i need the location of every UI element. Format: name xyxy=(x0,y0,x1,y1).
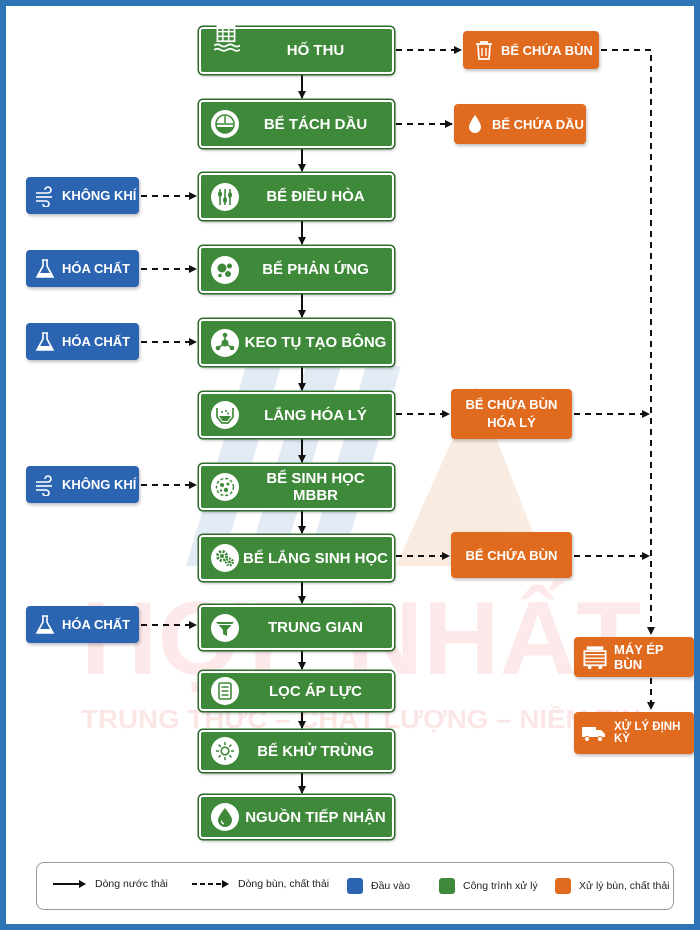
output-label: BỂ CHỨA BÙN xyxy=(465,547,558,563)
sludge-flow-arrows xyxy=(141,46,655,710)
legend-waste: Xử lý bùn, chất thải xyxy=(555,878,670,894)
flask-icon xyxy=(35,331,55,351)
flow-connectors xyxy=(141,46,655,794)
dashed-arrow-icon xyxy=(192,880,229,888)
funnel-icon xyxy=(211,613,239,642)
press-machine-icon xyxy=(583,646,607,669)
step-label: BỂ ĐIỀU HÒA xyxy=(266,188,365,205)
truck-icon xyxy=(582,727,605,742)
legend-input: Đầu vào xyxy=(347,878,410,894)
legend: Dòng nước thải Dòng bùn, chất thải Đầu v… xyxy=(36,862,674,910)
output-be-chua-bun-2: BỂ CHỨA BÙN xyxy=(451,532,572,578)
sun-disinfection-icon xyxy=(211,737,239,765)
legend-sludge-flow: Dòng bùn, chất thải xyxy=(192,878,329,890)
input-label: HÓA CHẤT xyxy=(62,334,131,349)
mixer-icon xyxy=(211,182,239,211)
step-be-sinh-hoc-mbbr: BỂ SINH HỌC MBBR xyxy=(199,464,394,510)
step-nguon-tiep-nhan: NGUỒN TIẾP NHẬN xyxy=(199,795,394,839)
step-label: NGUỒN TIẾP NHẬN xyxy=(245,808,386,826)
step-trung-gian: TRUNG GIAN xyxy=(199,605,394,650)
legend-process: Công trình xử lý xyxy=(439,878,538,894)
step-label: LỌC ÁP LỰC xyxy=(268,682,362,700)
input-khong-khi-1: KHÔNG KHÍ xyxy=(26,177,139,214)
output-label: BỂ CHỨA BÙN HÓA LÝ xyxy=(466,396,558,432)
legend-input-swatch xyxy=(347,878,363,894)
legend-waste-label: Xử lý bùn, chất thải xyxy=(579,880,670,892)
output-label: MÁY ÉP BÙN xyxy=(614,642,664,672)
wind-icon xyxy=(36,474,52,496)
legend-process-label: Công trình xử lý xyxy=(463,880,538,892)
wind-icon xyxy=(36,185,52,207)
step-label: HỐ THU xyxy=(286,42,345,59)
output-label: BỂ CHỨA BÙN xyxy=(501,42,593,58)
step-label: BỂ TÁCH DẦU xyxy=(263,115,368,133)
step-label: LẮNG HÓA LÝ xyxy=(264,406,367,424)
legend-process-swatch xyxy=(439,878,455,894)
bacteria-icon xyxy=(211,473,239,501)
filter-list-icon xyxy=(211,677,239,705)
flask-icon xyxy=(35,258,55,278)
step-be-phan-ung: BỂ PHẢN ỨNG xyxy=(199,246,394,293)
step-label: KEO TỤ TẠO BÔNG xyxy=(244,334,387,351)
legend-water-flow: Dòng nước thải xyxy=(53,878,168,890)
oil-separator-icon xyxy=(211,110,239,138)
output-label: BỂ CHỨA DẦU xyxy=(492,116,584,132)
input-hoa-chat-1: HÓA CHẤT xyxy=(26,250,139,287)
step-label: BỂ KHỬ TRÙNG xyxy=(257,742,374,760)
solid-arrow-icon xyxy=(53,880,86,888)
step-be-lang-sinh-hoc: BỂ LẮNG SINH HỌC xyxy=(199,535,394,581)
step-be-khu-trung: BỂ KHỬ TRÙNG xyxy=(199,730,394,772)
step-loc-ap-luc: LỌC ÁP LỰC xyxy=(199,671,394,711)
input-label: KHÔNG KHÍ xyxy=(62,477,137,492)
step-ho-thu: HỐ THU xyxy=(199,25,394,74)
output-label-line-1: BỂ CHỨA BÙN xyxy=(465,397,558,412)
output-may-ep-bun: MÁY ÉP BÙN xyxy=(574,637,694,677)
legend-waste-swatch xyxy=(555,878,571,894)
step-label: BỂ LẮNG SINH HỌC xyxy=(243,549,389,567)
oil-drop-icon xyxy=(469,115,481,133)
reaction-bubbles-icon xyxy=(211,255,239,284)
step-label: TRUNG GIAN xyxy=(268,619,363,636)
step-label: BỂ SINH HỌC MBBR xyxy=(266,470,365,504)
step-lang-hoa-ly: LẮNG HÓA LÝ xyxy=(199,392,394,438)
gears-icon xyxy=(211,544,239,572)
input-hoa-chat-3: HÓA CHẤT xyxy=(26,606,139,643)
step-keo-tu-tao-bong: KEO TỤ TẠO BÔNG xyxy=(199,319,394,366)
molecule-icon xyxy=(211,328,239,357)
input-label: KHÔNG KHÍ xyxy=(62,188,137,203)
building-water-icon xyxy=(213,25,241,52)
water-drop-icon xyxy=(211,803,239,831)
output-be-chua-dau: BỂ CHỨA DẦU xyxy=(454,104,586,144)
input-label: HÓA CHẤT xyxy=(62,617,131,632)
settling-tank-icon xyxy=(211,401,239,429)
output-be-chua-bun-1: BỂ CHỨA BÙN xyxy=(463,31,599,69)
flask-icon xyxy=(35,614,55,634)
legend-water-flow-label: Dòng nước thải xyxy=(95,878,168,890)
step-label: BỂ PHẢN ỨNG xyxy=(262,261,369,278)
output-label-line-2: HÓA LÝ xyxy=(487,415,536,430)
input-khong-khi-2: KHÔNG KHÍ xyxy=(26,466,139,503)
legend-input-label: Đầu vào xyxy=(371,880,411,892)
step-be-dieu-hoa: BỂ ĐIỀU HÒA xyxy=(199,173,394,220)
output-label: XỬ LÝ ĐỊNH KỲ xyxy=(614,721,681,745)
output-xu-ly-dinh-ky: XỬ LÝ ĐỊNH KỲ xyxy=(574,712,694,754)
step-be-tach-dau: BỂ TÁCH DẦU xyxy=(199,100,394,148)
input-hoa-chat-2: HÓA CHẤT xyxy=(26,323,139,360)
input-label: HÓA CHẤT xyxy=(62,261,131,276)
output-be-chua-bun-hoa-ly: BỂ CHỨA BÙN HÓA LÝ xyxy=(451,389,572,439)
trash-icon xyxy=(476,41,492,60)
legend-sludge-flow-label: Dòng bùn, chất thải xyxy=(238,878,330,890)
